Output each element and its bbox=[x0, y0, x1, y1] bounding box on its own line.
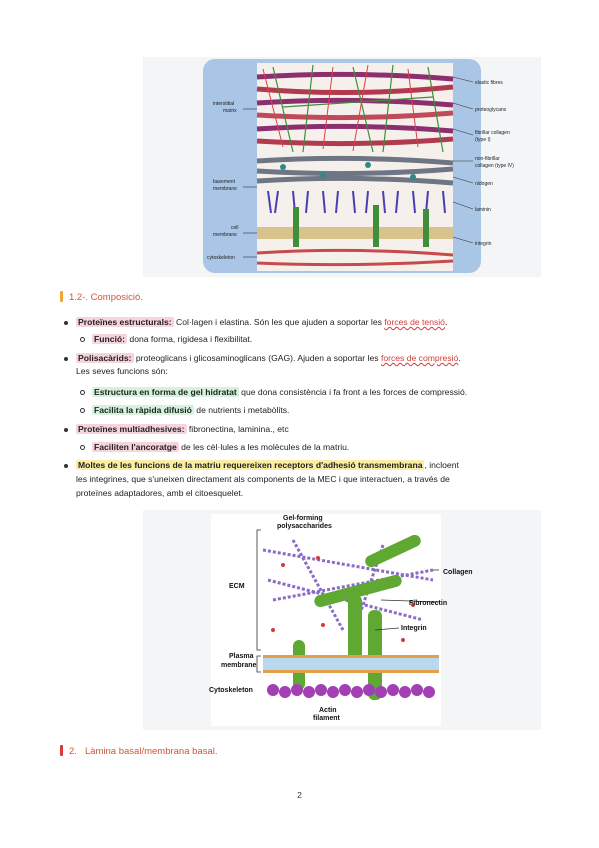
period: . bbox=[458, 353, 461, 363]
label-basement-membrane: membrane bbox=[213, 186, 237, 192]
label-cell-membrane: membrane bbox=[213, 232, 237, 238]
integrin-label: Integrin bbox=[401, 625, 427, 632]
plasma-label: Plasma bbox=[229, 653, 254, 660]
gel-structure-label: Estructura en forma de gel hidratat bbox=[92, 387, 239, 397]
label-nidogen: nidogen bbox=[475, 181, 493, 187]
section-heading: 1.2-. Composició. bbox=[60, 291, 143, 303]
label-matrix: matrix bbox=[223, 108, 237, 114]
label-non-fibrillar: non-fibrillar bbox=[475, 156, 500, 162]
gel-forming-label: Gel-forming bbox=[283, 515, 323, 522]
page-number: 2 bbox=[297, 790, 302, 800]
gel-structure-text: que dona consistència i fa front a les f… bbox=[238, 387, 468, 397]
function-label: Funció: bbox=[92, 334, 128, 344]
label-interstitial: interstitial bbox=[213, 101, 234, 107]
adhesion-diagram: Gel-forming polysaccharides ECM Collagen… bbox=[209, 514, 473, 726]
ecm-label: ECM bbox=[229, 583, 245, 590]
period: . bbox=[444, 317, 448, 327]
label-elastic-fibres: elastic fibres bbox=[475, 80, 503, 86]
diffusion-text: de nutrients i metabòlits. bbox=[193, 405, 290, 415]
label-fibrillar-collagen: fibrillar collagen bbox=[475, 130, 510, 136]
cell-matrix-adhesion-figure: Gel-forming polysaccharides ECM Collagen… bbox=[143, 510, 541, 730]
receptors-label: Moltes de les funcions de la matriu requ… bbox=[76, 460, 425, 470]
extracellular-matrix-figure: interstitial matrix basement membrane ce… bbox=[143, 57, 541, 277]
section-2-title: Làmina basal/membrana basal. bbox=[84, 746, 218, 757]
anchoring-text: de les cèl·lules a les molècules de la m… bbox=[178, 442, 350, 452]
tension-forces-text: forces de tensió bbox=[384, 317, 445, 327]
ecm-layers-diagram: interstitial matrix basement membrane ce… bbox=[203, 59, 514, 273]
section-2-heading: 2. Làmina basal/membrana basal. bbox=[60, 745, 217, 757]
label-cell: cell bbox=[231, 225, 239, 231]
polysaccharides-label: polysaccharides bbox=[277, 523, 332, 530]
multiadhesive-text: fibronectina, laminina., etc bbox=[186, 424, 289, 434]
filament-label: filament bbox=[313, 715, 341, 722]
fibronectin-label: Fibronectin bbox=[409, 600, 447, 607]
function-text: dona forma, rigidesa i flexibilitat. bbox=[127, 334, 253, 344]
section-number: 2. bbox=[69, 746, 77, 757]
receptors-line-3: proteïnes adaptadores, amb el citoesquel… bbox=[76, 488, 244, 498]
heading-marker bbox=[60, 291, 63, 302]
label-proteoglycans: proteoglycans bbox=[475, 107, 507, 113]
collagen-label: Collagen bbox=[443, 569, 473, 576]
label-integrin: integrin bbox=[475, 241, 492, 247]
functions-intro: Les seves funcions són: bbox=[76, 366, 168, 376]
bullet bbox=[64, 464, 68, 468]
label-type-i: (type I) bbox=[475, 137, 491, 143]
bullet bbox=[64, 357, 68, 361]
sub-bullet bbox=[80, 337, 85, 342]
cytoskeleton-label: Cytoskeleton bbox=[209, 687, 253, 694]
label-cytoskeleton: cytoskeleton bbox=[207, 255, 235, 261]
anchoring-label: Faciliten l'ancoratge bbox=[92, 442, 179, 452]
sub-bullet bbox=[80, 390, 85, 395]
label-basement: basement bbox=[213, 179, 236, 185]
polysaccharides-label: Polisacàrids: bbox=[76, 353, 134, 363]
compression-forces-text: forces de compresió bbox=[380, 353, 459, 363]
structural-proteins-label: Proteïnes estructurals: bbox=[76, 317, 174, 327]
section-title: 1.2-. Composició. bbox=[69, 292, 143, 303]
label-collagen-type-iv: collagen (type IV) bbox=[475, 163, 514, 169]
sub-bullet bbox=[80, 445, 85, 450]
multiadhesive-label: Proteïnes multiadhesives: bbox=[76, 424, 187, 434]
bullet bbox=[64, 321, 68, 325]
label-laminin: laminin bbox=[475, 207, 491, 213]
diffusion-label: Facilita la ràpida difusió bbox=[92, 405, 194, 415]
polysaccharides-text: proteoglicans i glicosaminoglicans (GAG)… bbox=[133, 353, 381, 363]
heading-marker bbox=[60, 745, 63, 756]
structural-proteins-text: Col·lagen i elastina. Són les que ajuden… bbox=[173, 317, 385, 327]
sub-bullet bbox=[80, 408, 85, 413]
receptors-line-2: les integrines, que s'uneixen directamen… bbox=[76, 474, 450, 484]
bullet bbox=[64, 428, 68, 432]
receptors-text: , incloent bbox=[424, 460, 459, 470]
membrane-label: membrane bbox=[221, 662, 257, 669]
actin-label: Actin bbox=[319, 707, 337, 714]
